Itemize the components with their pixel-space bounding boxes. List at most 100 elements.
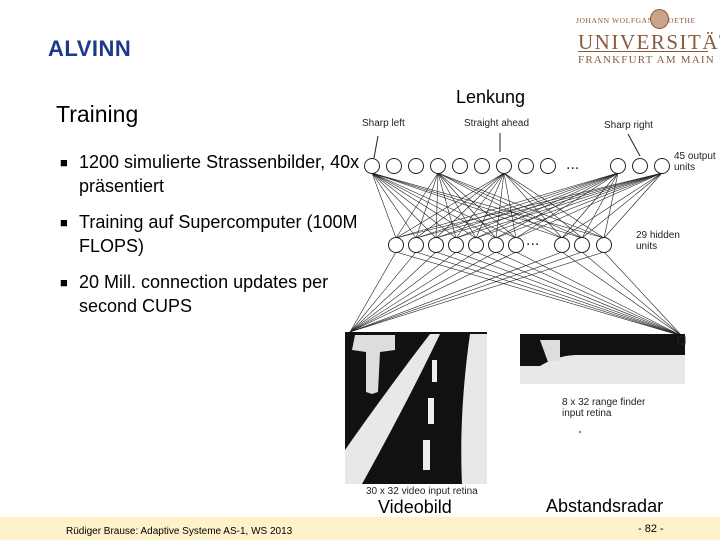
square-bullet-icon: ■: [60, 155, 68, 170]
section-heading: Training: [56, 101, 139, 127]
network-nodes: [364, 158, 670, 253]
connection-line: [437, 172, 605, 239]
connection-line: [349, 251, 517, 333]
connection-line: [395, 172, 663, 239]
connection-line: [475, 172, 619, 239]
footer-text: Rüdiger Brause: Adaptive Systeme AS-1, W…: [66, 526, 293, 537]
caption-radar: Abstandsradar: [546, 496, 664, 516]
connection-line: [475, 172, 505, 239]
label-output-units-1: 45 output: [674, 151, 716, 162]
connection-line: [603, 251, 683, 337]
connection-line: [395, 172, 619, 239]
output-unit-node: [632, 158, 648, 174]
connection-line: [495, 251, 683, 337]
label-straight-ahead: Straight ahead: [464, 118, 530, 129]
hidden-unit-node: [574, 237, 590, 253]
label-video-retina: 30 x 32 video input retina: [366, 486, 478, 497]
connection-line: [435, 172, 439, 239]
label-hidden-units-2: units: [636, 241, 658, 252]
connection-line: [349, 251, 417, 333]
bullet-text: Training auf Supercomputer (100M FLOPS): [79, 212, 358, 256]
connection-line: [371, 172, 417, 239]
connection-line: [437, 172, 583, 239]
connection-line: [349, 251, 397, 333]
bullet-text: 1200 simulierte Strassenbilder, 40x präs…: [79, 152, 360, 196]
connection-line: [515, 172, 663, 239]
range-finder-image: [520, 334, 686, 384]
bullet-text: 20 Mill. connection updates per second C…: [79, 272, 329, 316]
connection-line: [515, 251, 683, 337]
output-ellipsis: ...: [566, 156, 580, 173]
connection-line: [437, 172, 457, 239]
connection-line: [503, 172, 583, 239]
connection-line: [475, 251, 683, 337]
hidden-unit-node: [448, 237, 464, 253]
video-retina-image: [345, 332, 487, 484]
logo-rule: [578, 51, 708, 52]
connection-line: [349, 251, 457, 333]
connection-line: [495, 172, 619, 239]
output-unit-node: [654, 158, 670, 174]
label-hidden-units-1: 29 hidden: [636, 230, 680, 241]
hidden-unit-node: [508, 237, 524, 253]
output-unit-node: [408, 158, 424, 174]
connection-line: [371, 172, 457, 239]
connection-line: [435, 172, 505, 239]
hidden-ellipsis: ...: [526, 232, 540, 249]
connection-line: [415, 172, 505, 239]
hidden-unit-node: [596, 237, 612, 253]
output-unit-node: [452, 158, 468, 174]
connection-line: [371, 172, 517, 239]
university-logo: JOHANN WOLFGANG GOETHE UNIVERSITÄT FRANK…: [574, 6, 720, 66]
connection-line: [349, 251, 497, 333]
connection-line: [415, 172, 439, 239]
output-unit-node: [474, 158, 490, 174]
connection-line: [395, 172, 439, 239]
connection-line: [581, 172, 663, 239]
connection-line: [603, 172, 619, 239]
output-unit-node: [386, 158, 402, 174]
output-unit-node: [364, 158, 380, 174]
label-range-finder-1: 8 x 32 range finder: [562, 397, 646, 408]
output-unit-node: [540, 158, 556, 174]
connection-line: [475, 172, 663, 239]
connection-line: [455, 172, 663, 239]
connection-line: [603, 172, 663, 239]
square-bullet-icon: ■: [60, 215, 68, 230]
connection-line: [371, 172, 583, 239]
arrow-sharp-left: [373, 135, 379, 159]
connection-line: [349, 251, 583, 333]
hidden-unit-node: [554, 237, 570, 253]
label-sharp-left: Sharp left: [362, 118, 405, 129]
square-bullet-icon: ■: [60, 275, 68, 290]
connection-line: [415, 172, 619, 239]
connection-line: [581, 172, 619, 239]
label-range-finder-2: input retina: [562, 408, 612, 419]
connection-line: [515, 172, 619, 239]
hidden-unit-node: [468, 237, 484, 253]
hidden-unit-node: [488, 237, 504, 253]
connection-line: [503, 172, 605, 239]
logo-line-big: UNIVERSITÄT: [578, 30, 720, 54]
output-unit-node: [610, 158, 626, 174]
page-number: - 82 -: [638, 523, 664, 535]
arrow-sharp-right: [627, 133, 641, 157]
caption-steering: Lenkung: [456, 87, 526, 107]
seal-icon: [650, 9, 669, 29]
hidden-unit-node: [428, 237, 444, 253]
connection-line: [503, 172, 563, 239]
footer-bar: [0, 517, 720, 540]
connection-line: [437, 172, 563, 239]
connection-line: [435, 172, 663, 239]
connection-line: [455, 172, 619, 239]
connection-line: [371, 172, 437, 239]
hidden-unit-node: [388, 237, 404, 253]
connection-line: [455, 251, 683, 337]
connection-line: [561, 172, 619, 239]
logo-line-sub: FRANKFURT AM MAIN: [578, 54, 715, 66]
connection-line: [371, 172, 477, 239]
connection-line: [561, 172, 663, 239]
connection-line: [581, 251, 683, 337]
connection-line: [435, 172, 619, 239]
